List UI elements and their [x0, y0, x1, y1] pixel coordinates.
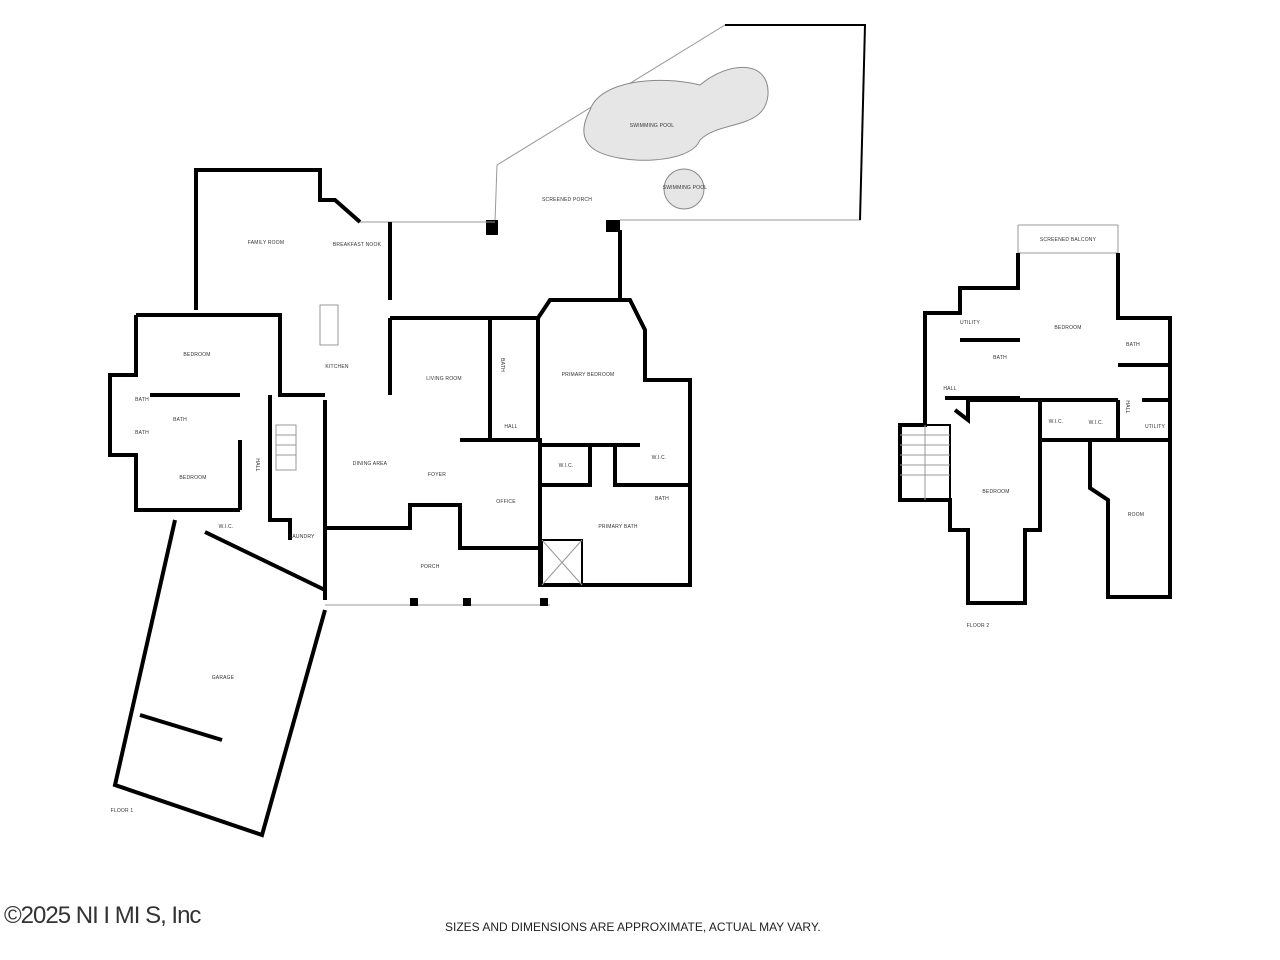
room-label-bath-1: BATH [993, 355, 1007, 361]
room-label-swimming-pool: SWIMMING POOL [629, 123, 675, 129]
room-label-laundry: LAUNDRY [289, 534, 315, 540]
room-label-bedroom-2: BEDROOM [179, 475, 207, 481]
room-label-utility-2: UTILITY [1144, 424, 1166, 430]
room-label-primary-bath: PRIMARY BATH [598, 524, 638, 530]
room-label-hall-1: HALL [943, 386, 957, 392]
room-label-bath-2: BATH [173, 417, 187, 423]
room-label-bath-2: BATH [1126, 342, 1140, 348]
swimming-pool-spa [663, 168, 705, 210]
room-label-room: ROOM [1127, 512, 1145, 518]
watermark: ©2025 NI I MI S, Inc [4, 902, 201, 929]
room-label-bedroom-1: BEDROOM [183, 352, 211, 358]
room-label-screened-porch: SCREENED PORCH [541, 197, 593, 203]
room-label-bath-5: BATH [655, 496, 669, 502]
room-label-garage: GARAGE [211, 675, 235, 681]
room-label-utility-1: UTILITY [959, 320, 981, 326]
floor1-walls [108, 168, 692, 838]
room-label-wic-1: W.I.C. [1048, 419, 1064, 425]
disclaimer: SIZES AND DIMENSIONS ARE APPROXIMATE, AC… [445, 920, 821, 934]
room-label-bath-4: BATH [499, 358, 505, 372]
room-label-foyer: FOYER [427, 472, 447, 478]
room-label-bedroom-1: BEDROOM [1054, 325, 1082, 331]
room-label-bath-3: BATH [135, 430, 149, 436]
room-label-bath-1: BATH [135, 397, 149, 403]
room-label-kitchen: KITCHEN [325, 364, 349, 370]
room-label-hall-1: HALL [254, 458, 260, 472]
room-label-office: OFFICE [496, 499, 516, 505]
room-label-primary-bedroom: PRIMARY BEDROOM [561, 372, 615, 378]
room-label-screened-balcony: SCREENED BALCONY [1039, 237, 1097, 243]
room-label-breakfast-nook: BREAKFAST NOOK [332, 242, 382, 248]
floor1-label: FLOOR 1 [110, 808, 134, 814]
room-label-wic-3: W.I.C. [651, 455, 667, 461]
room-label-swimming-pool-small: SWIMMING POOL [662, 185, 708, 191]
screened-porch-outline [486, 24, 867, 235]
floor2-walls [898, 224, 1172, 605]
room-label-wic-2: W.I.C. [1088, 420, 1104, 426]
floor2-label: FLOOR 2 [966, 623, 990, 629]
room-label-bedroom-2: BEDROOM [982, 489, 1010, 495]
room-label-dining-area: DINING AREA [352, 461, 388, 467]
room-label-porch: PORCH [420, 564, 440, 570]
room-label-living-room: LIVING ROOM [426, 376, 462, 382]
room-label-family-room: FAMILY ROOM [247, 240, 285, 246]
room-label-wic-2: W.I.C. [558, 463, 574, 469]
room-label-wic-1: W.I.C. [218, 524, 234, 530]
room-label-hall-2: HALL [1124, 400, 1130, 414]
swimming-pool [583, 66, 769, 161]
room-label-hall-2: HALL [504, 424, 518, 430]
